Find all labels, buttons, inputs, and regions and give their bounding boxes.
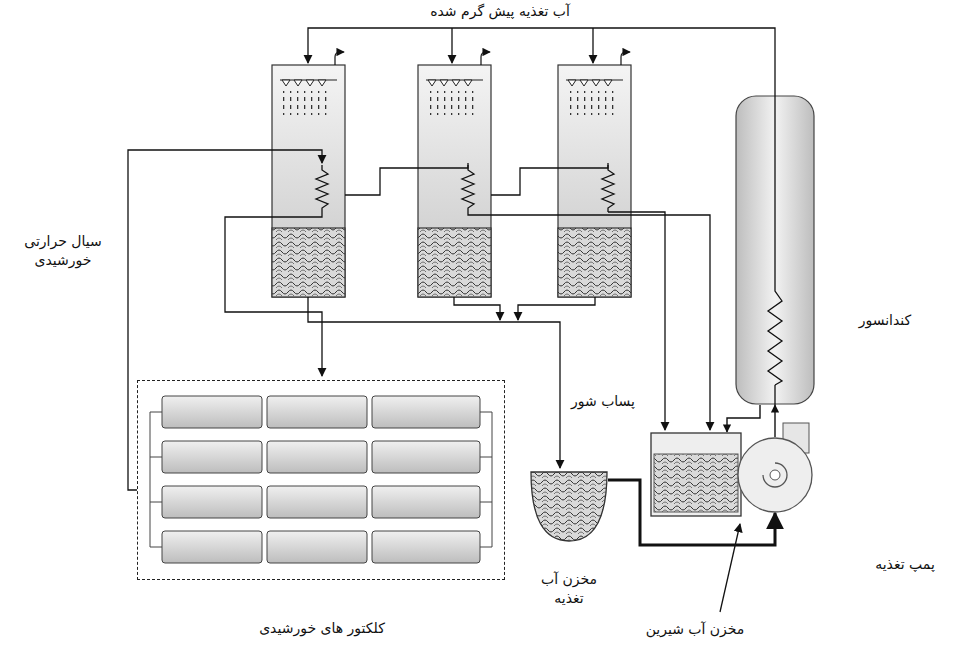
heating-coil — [316, 165, 614, 212]
fresh-water-tank: مخزن آب شیرین — [650, 432, 742, 517]
tank-bowl — [531, 472, 607, 541]
solar-collector-field: کلکتور های خورشیدی — [137, 380, 505, 580]
part-label: کندانسور — [835, 311, 935, 330]
flow-label: آب تغذیه پیش گرم شده — [400, 2, 600, 21]
cyl-outline — [735, 95, 815, 405]
feed-water-tank: مخزن آب تغذیه — [530, 470, 608, 542]
evaporation-chamber — [558, 52, 631, 297]
flow-pipe — [727, 405, 760, 432]
pipe — [774, 385, 775, 405]
condenser: کندانسور — [735, 95, 815, 405]
bowl-outline — [530, 470, 608, 542]
evaporation-chamber — [272, 52, 345, 297]
part-label: پمپ تغذیه — [855, 555, 955, 574]
part-label: کلکتور های خورشیدی — [138, 619, 506, 638]
part-label: مخزن آب تغذیه — [537, 570, 601, 608]
pump-hub — [770, 470, 780, 480]
pump-impeller — [763, 463, 787, 487]
condenser-coil — [768, 95, 782, 385]
pump-casing — [738, 438, 812, 512]
part-label: مخزن آب شیرین — [620, 620, 770, 639]
tank-fill — [654, 454, 738, 512]
pump-outline — [737, 437, 813, 513]
pipe — [128, 28, 775, 612]
tank-outline — [650, 432, 742, 517]
condenser-shell — [736, 96, 814, 404]
flow-label: پساب شور — [568, 392, 638, 411]
tank-body — [651, 433, 741, 516]
flow-pipe — [774, 405, 775, 437]
flow-label: سیال حرارتی خورشیدی — [8, 232, 118, 270]
feed-pump: پمپ تغذیه — [737, 437, 813, 513]
collector-panels — [150, 396, 492, 563]
evaporation-chamber — [418, 52, 491, 297]
